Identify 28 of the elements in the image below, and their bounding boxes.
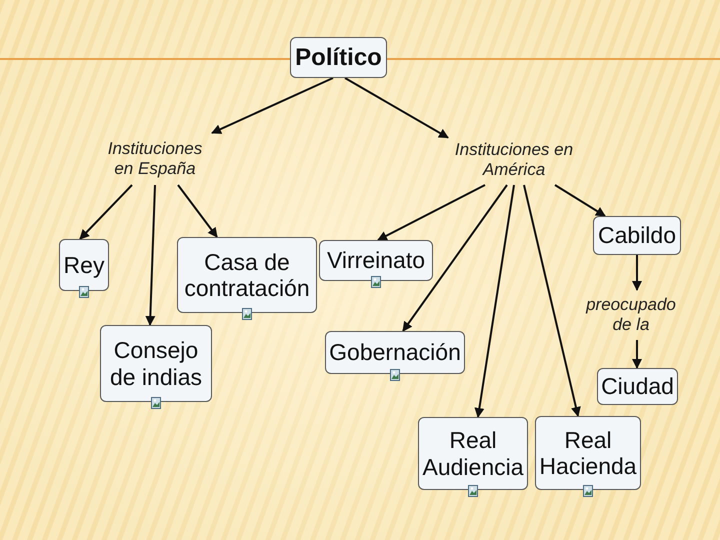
- linking-phrase: Instituciones en España: [98, 133, 212, 185]
- arrow: [554, 184, 606, 217]
- arrow: [523, 184, 581, 417]
- arrow: [402, 184, 508, 332]
- concept-label: Cabildo: [598, 222, 676, 249]
- concept-label: Rey: [64, 252, 104, 278]
- arrow: [79, 184, 133, 240]
- arrow: [145, 184, 156, 326]
- arrow: [177, 184, 218, 238]
- arrow: [377, 184, 486, 241]
- concept-box: [290, 37, 387, 78]
- concept-box: [593, 216, 681, 255]
- arrow: [474, 184, 515, 418]
- concept-label: Real Hacienda: [539, 426, 637, 480]
- concept-label: Real Audiencia: [422, 427, 524, 480]
- concept-label: Casa de contratación: [183, 248, 311, 302]
- concept-label: Consejo de indias: [108, 337, 204, 390]
- concept-label: Virreinato: [326, 247, 426, 274]
- arrow: [344, 77, 449, 139]
- linking-phrase: preocupado de la: [580, 290, 682, 340]
- arrow: [211, 77, 334, 134]
- arrow: [632, 340, 642, 369]
- concept-label: Ciudad: [601, 373, 674, 400]
- concept-box: [597, 368, 678, 405]
- arrow: [632, 255, 642, 291]
- concept-label: Gobernación: [329, 339, 461, 366]
- concept-label: Político: [295, 44, 382, 72]
- linking-phrase: Instituciones en América: [448, 135, 580, 185]
